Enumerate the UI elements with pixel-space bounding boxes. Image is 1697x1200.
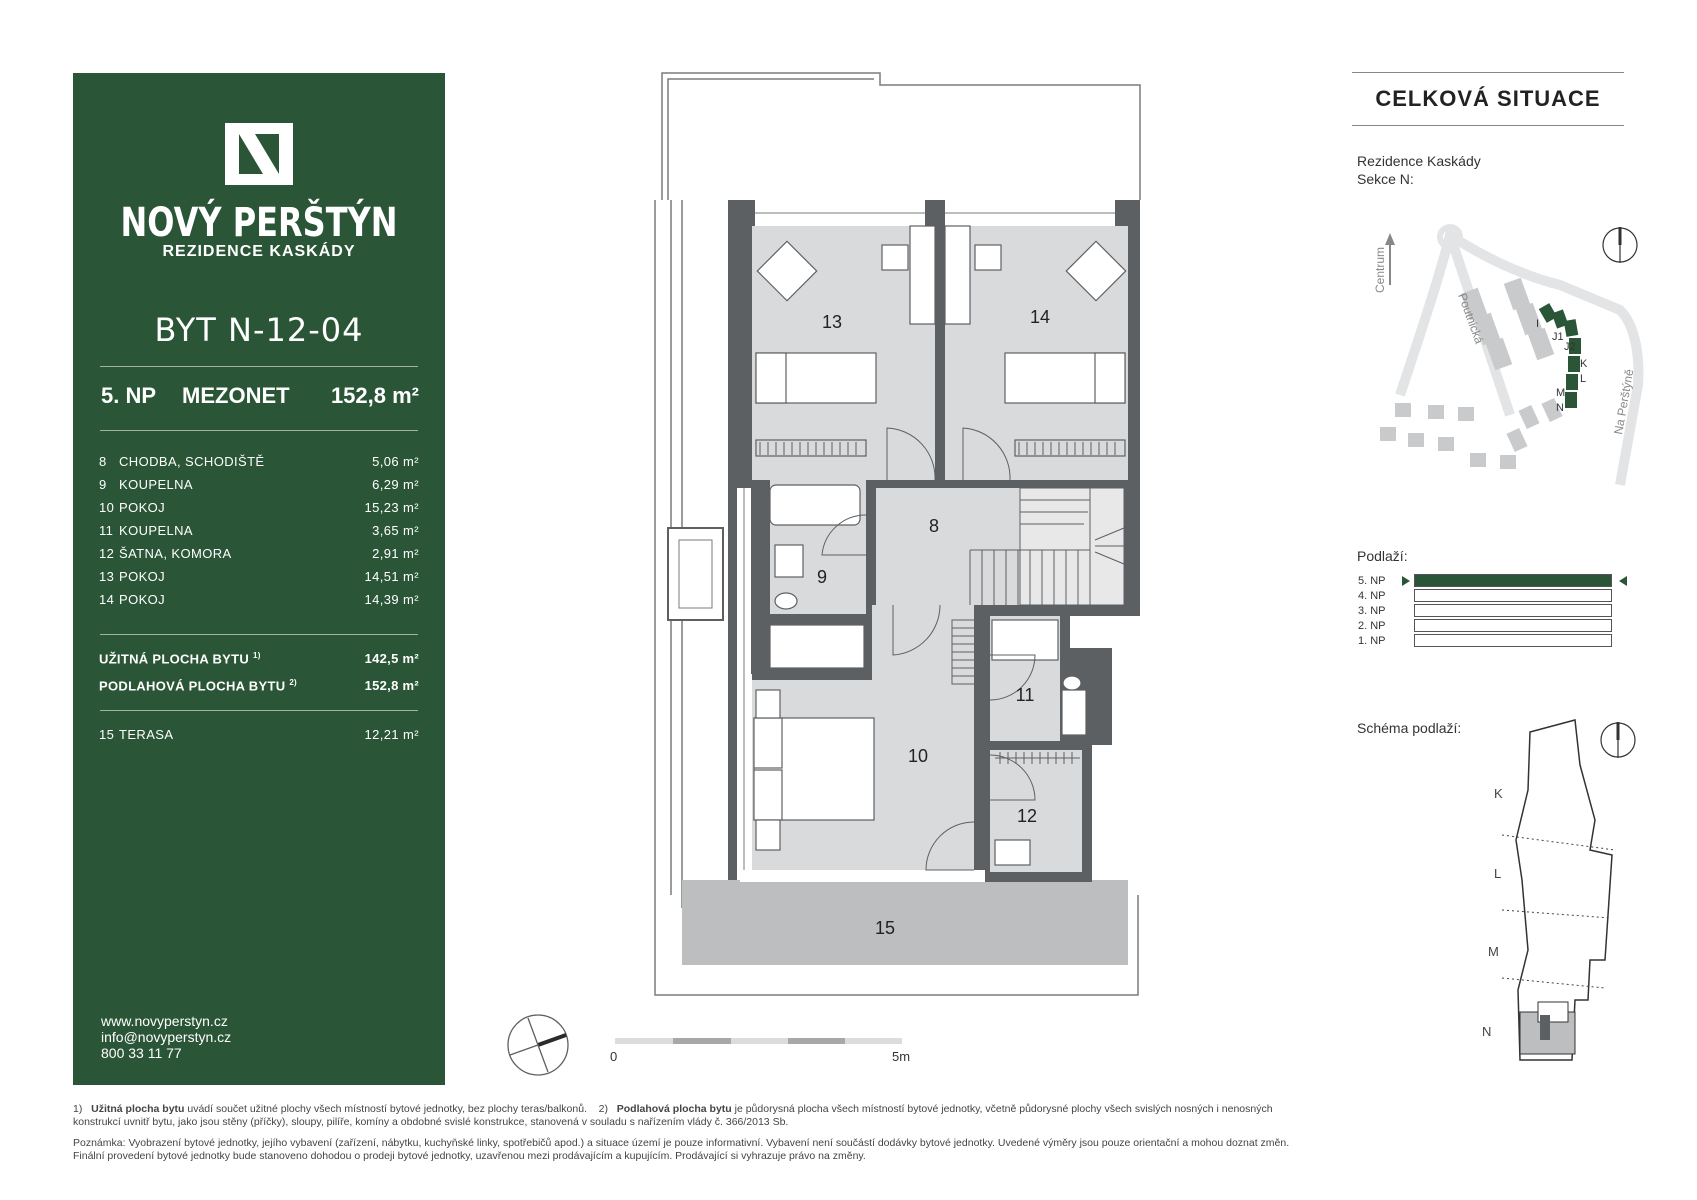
- svg-text:L: L: [1580, 373, 1586, 385]
- room-12-label: 12: [1017, 806, 1037, 826]
- unit-type: MEZONET: [182, 383, 290, 408]
- floor-bar-active: [1414, 574, 1612, 587]
- scale-bar: [615, 1038, 902, 1044]
- svg-text:K: K: [1580, 358, 1588, 370]
- schema-title: Schéma podlaží:: [1357, 720, 1462, 736]
- room-8-label: 8: [929, 516, 939, 536]
- footnote-note: Poznámka: Vyobrazení bytové jednotky, je…: [73, 1137, 1290, 1162]
- terrace-area: [682, 880, 1128, 965]
- room-9-label: 9: [817, 567, 827, 587]
- footnote-areas: 1) Užitná plocha bytu uvádí součet užitn…: [73, 1103, 1273, 1128]
- area-totals: UŽITNÁ PLOCHA BYTU 1) 142,5 m² PODLAHOVÁ…: [99, 645, 419, 699]
- room-14-label: 14: [1030, 307, 1050, 327]
- location-line2: Sekce N:: [1357, 171, 1414, 187]
- schema-label-m: M: [1488, 944, 1499, 959]
- footnotes: 1) Užitná plocha bytu uvádí součet užitn…: [73, 1103, 1313, 1171]
- schema-label-k: K: [1494, 786, 1503, 801]
- floor-label: 3. NP: [1358, 604, 1386, 617]
- scale-end: 5m: [892, 1049, 911, 1064]
- unit-code: BYT N-12-04: [154, 311, 364, 349]
- north-indicator-icon: [1600, 722, 1636, 758]
- room-10-label: 10: [908, 746, 928, 766]
- contact-block: www.novyperstyn.cz info@novyperstyn.cz 8…: [101, 1013, 231, 1061]
- floor-bar: [1414, 604, 1612, 617]
- sidebar-title: CELKOVÁ SITUACE: [1352, 72, 1624, 126]
- schema-label-l: L: [1494, 866, 1501, 881]
- divider: [100, 366, 418, 367]
- divider: [100, 634, 418, 635]
- room-15-label: 15: [875, 918, 895, 938]
- brand-subtitle: REZIDENCE KASKÁDY: [162, 243, 356, 260]
- room-11-label: 11: [1016, 685, 1035, 705]
- floor-schema: K L M N: [1482, 719, 1636, 1061]
- divider: [100, 710, 418, 711]
- floor-list: 5. NP 4. NP 3. NP 2. NP 1. NP: [1358, 573, 1418, 648]
- website-link[interactable]: www.novyperstyn.cz: [101, 1013, 228, 1029]
- floors-title: Podlaží:: [1357, 548, 1408, 564]
- floor-label: 1. NP: [1358, 634, 1386, 647]
- floor-bar: [1414, 634, 1612, 647]
- floor-bar: [1414, 619, 1612, 632]
- schema-label-n: N: [1482, 1024, 1491, 1039]
- usable-area-row: UŽITNÁ PLOCHA BYTU 1) 142,5 m²: [99, 650, 419, 667]
- north-indicator-icon: [1602, 227, 1638, 263]
- svg-text:I: I: [1536, 318, 1539, 330]
- floor-label: 2. NP: [1358, 619, 1386, 632]
- floor-bar: [1414, 589, 1612, 602]
- svg-text:J2: J2: [1564, 341, 1576, 353]
- phone-number: 800 33 11 77: [101, 1045, 182, 1061]
- brand-name: NOVÝ PERŠTÝN: [120, 200, 398, 246]
- compass-icon: [507, 1014, 569, 1076]
- svg-text:J1: J1: [1552, 331, 1564, 343]
- site-map: Centrum Poutnická Na Perštýně I J1 J2 K …: [1373, 224, 1644, 486]
- floor-area-row: PODLAHOVÁ PLOCHA BYTU 2) 152,8 m²: [99, 677, 419, 694]
- room-13-label: 13: [822, 312, 842, 332]
- unit-summary: 5. NP MEZONET 152,8 m²: [101, 383, 419, 409]
- unit-area: 152,8 m²: [330, 383, 419, 408]
- info-panel: NOVÝ PERŠTÝN REZIDENCE KASKÁDY BYT N-12-…: [73, 73, 445, 1085]
- active-floor-markers: [1402, 576, 1627, 586]
- scale-start: 0: [610, 1049, 618, 1064]
- map-label-centrum: Centrum: [1373, 247, 1387, 293]
- floor-label: 5. NP: [1358, 574, 1386, 587]
- divider: [100, 430, 418, 431]
- svg-text:M: M: [1556, 387, 1565, 399]
- floor-label: 4. NP: [1358, 589, 1386, 602]
- email-link[interactable]: info@novyperstyn.cz: [101, 1029, 232, 1045]
- location-line1: Rezidence Kaskády: [1357, 153, 1481, 169]
- svg-text:N: N: [1556, 402, 1564, 414]
- unit-floor: 5. NP: [101, 383, 157, 408]
- brand-logo-icon: [225, 123, 293, 185]
